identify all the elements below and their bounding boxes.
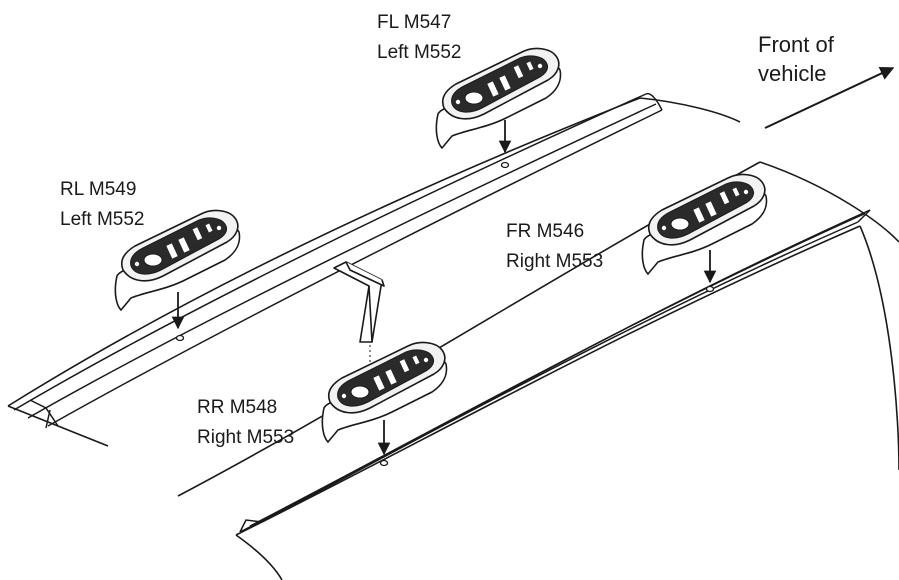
label-rl: RL M549 Left M552 <box>60 175 145 235</box>
label-rl-code: RL M549 <box>60 179 137 200</box>
mount-hole <box>379 459 389 467</box>
label-rr-code: RR M548 <box>197 397 278 418</box>
foot-mount-fr <box>641 173 768 275</box>
left-roof-rail <box>13 92 663 429</box>
arrow-up-right-icon <box>764 67 895 129</box>
label-fl: FL M547 Left M552 <box>377 8 462 68</box>
label-rl-part: Left M552 <box>60 209 145 230</box>
label-fr-part: Right M553 <box>506 251 604 272</box>
mount-hole <box>705 285 715 293</box>
hex-key-icon <box>333 261 385 343</box>
front-label-line2: vehicle <box>758 61 827 86</box>
front-label-line1: Front of <box>758 32 834 57</box>
right-roof-rail <box>239 209 871 533</box>
label-fr-code: FR M546 <box>506 221 585 242</box>
front-of-vehicle-label: Front of vehicle <box>758 30 834 88</box>
mount-hole <box>500 161 510 169</box>
label-fr: FR M546 Right M553 <box>506 217 603 277</box>
label-fl-part: Left M552 <box>377 42 462 63</box>
insert-arrows <box>171 120 717 456</box>
label-rr: RR M548 Right M553 <box>197 393 294 453</box>
label-rr-part: Right M553 <box>197 427 295 448</box>
mount-hole <box>175 334 185 342</box>
mount-holes <box>175 161 715 467</box>
label-fl-code: FL M547 <box>377 12 452 33</box>
